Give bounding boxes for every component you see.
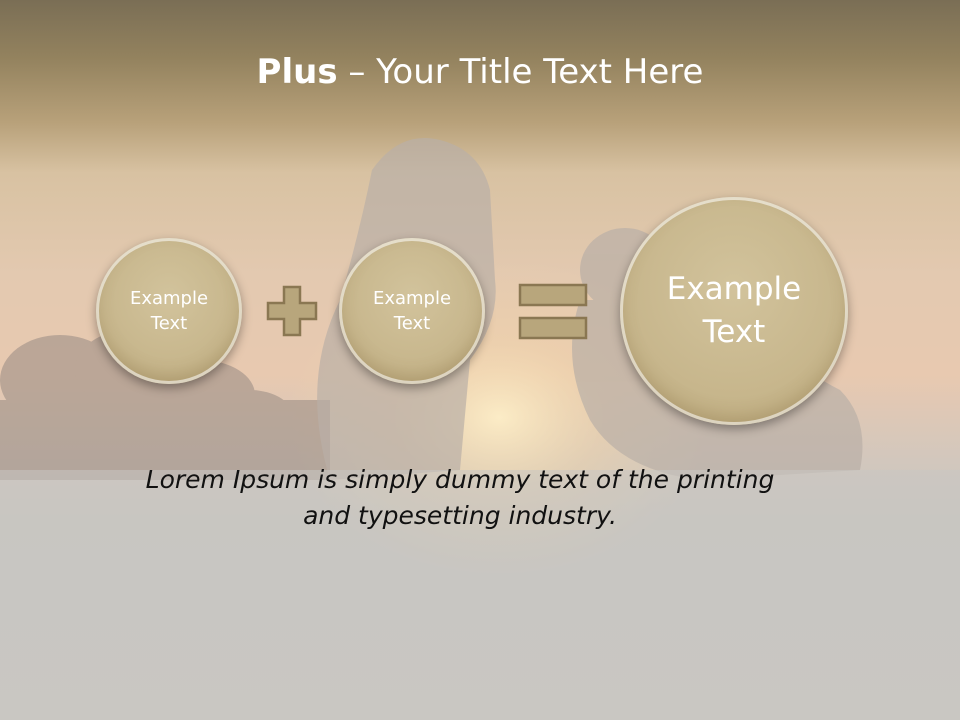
title-bold-word: Plus	[256, 52, 338, 92]
circle-2-line-1: Example	[372, 287, 452, 309]
slide-title: Plus – Your Title Text Here	[0, 52, 960, 92]
equals-icon	[518, 283, 588, 340]
body-text-line-1: Lorem Ipsum is simply dummy text of the …	[145, 465, 775, 494]
example-circle-result: Example Text	[620, 197, 848, 425]
example-circle-1: Example Text	[96, 238, 242, 384]
plus-icon	[266, 285, 318, 337]
title-rest: – Your Title Text Here	[337, 52, 704, 92]
body-text: Lorem Ipsum is simply dummy text of the …	[100, 462, 820, 535]
body-text-line-2: and typesetting industry.	[303, 501, 617, 531]
circle-3-line-1: Example	[666, 270, 802, 307]
circle-1-line-2: Text	[150, 313, 188, 334]
circle-3-line-2: Text	[702, 314, 766, 350]
circle-1-line-1: Example	[129, 287, 209, 309]
circle-2-line-2: Text	[393, 313, 431, 334]
example-circle-2: Example Text	[339, 238, 485, 384]
